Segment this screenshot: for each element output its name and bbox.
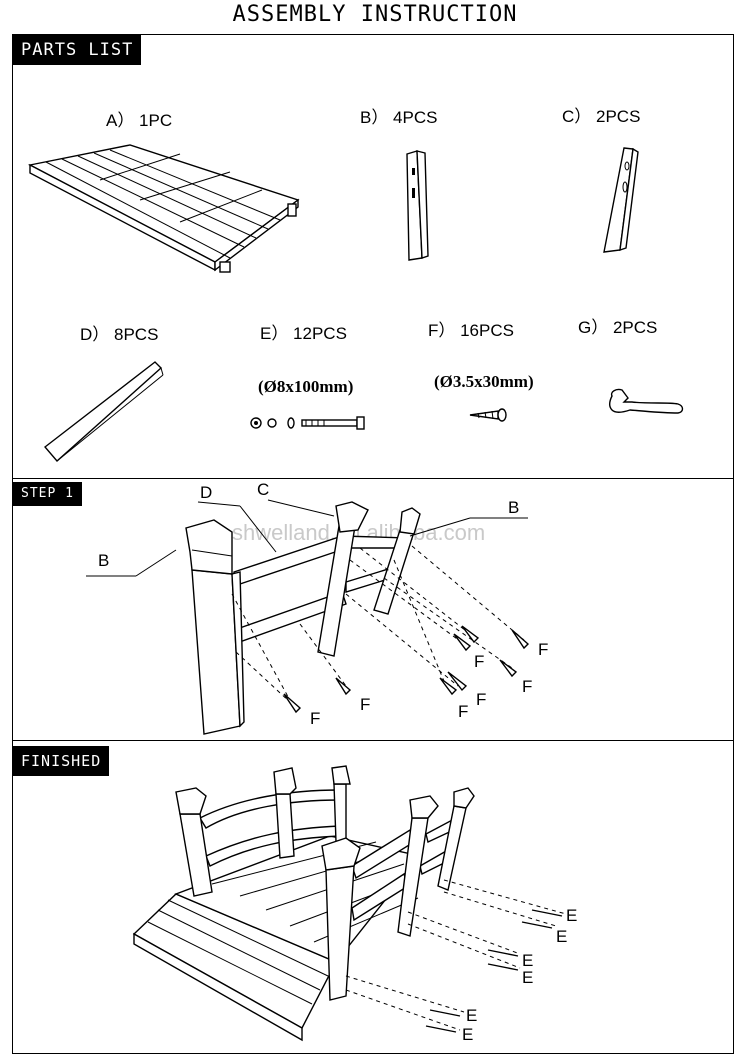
callout-b-left: B [98, 551, 110, 570]
part-e-label: E） 12PCS [260, 324, 347, 343]
callout-e: E [566, 906, 578, 925]
part-d-rail-illustration [43, 361, 164, 462]
part-g-wrench-illustration [609, 388, 684, 414]
page-frame [12, 34, 734, 1054]
part-f-screw-illustration [469, 408, 507, 422]
part-c-label: C） 2PCS [562, 107, 641, 126]
callout-c: C [257, 480, 270, 499]
step-1-illustration [86, 499, 530, 735]
callout-b-right: B [508, 498, 520, 517]
callout-f: F [310, 709, 321, 728]
callout-f: F [538, 640, 549, 659]
callout-f: F [458, 702, 469, 721]
section-divider [12, 478, 734, 479]
part-b-post-illustration [406, 150, 429, 261]
page-title: ASSEMBLY INSTRUCTION [232, 2, 518, 27]
callout-f: F [476, 690, 487, 709]
parts-list-heading: PARTS LIST [13, 35, 142, 65]
callout-f: F [360, 695, 371, 714]
callout-f: F [522, 677, 533, 696]
part-a-label: A） 1PC [106, 111, 173, 130]
part-d-label: D） 8PCS [80, 325, 159, 344]
callout-f: F [474, 652, 485, 671]
step-1-heading: STEP 1 [13, 482, 82, 506]
callout-e: E [522, 951, 534, 970]
part-e-spec: (Ø8x100mm) [258, 377, 354, 396]
finished-heading: FINISHED [13, 746, 110, 776]
callout-e: E [556, 927, 568, 946]
finished-bridge-illustration [132, 765, 567, 1042]
part-c-post-illustration [603, 147, 639, 253]
section-divider [12, 740, 734, 741]
callout-e: E [522, 968, 534, 987]
part-f-label: F） 16PCS [428, 321, 514, 340]
callout-d: D [200, 483, 213, 502]
callout-e: E [462, 1025, 474, 1044]
part-a-deck-illustration [27, 144, 300, 273]
part-e-bolt-illustration [250, 416, 365, 430]
part-g-label: G） 2PCS [578, 318, 658, 337]
part-b-label: B） 4PCS [360, 108, 438, 127]
callout-e: E [466, 1006, 478, 1025]
part-f-spec: (Ø3.5x30mm) [434, 372, 534, 391]
